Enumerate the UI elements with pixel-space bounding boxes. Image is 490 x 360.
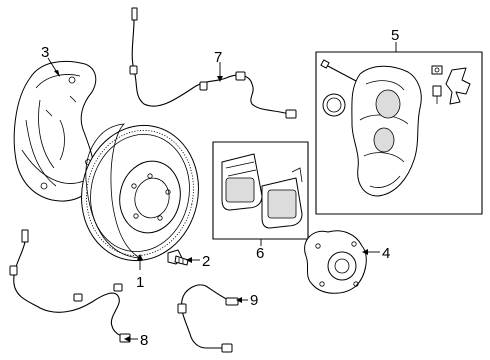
guide-pin bbox=[323, 63, 359, 83]
callout-4: 4 bbox=[382, 245, 390, 262]
pad-box bbox=[212, 141, 309, 240]
callout-9: 9 bbox=[250, 292, 258, 309]
callout-7: 7 bbox=[214, 49, 222, 66]
callout-1: 1 bbox=[136, 274, 144, 291]
callout-8: 8 bbox=[140, 332, 148, 349]
callout-6: 6 bbox=[256, 245, 264, 262]
leader-lines bbox=[47, 42, 397, 342]
callout-2: 2 bbox=[202, 253, 210, 270]
brake-rotor bbox=[81, 123, 199, 262]
hub-bolt bbox=[167, 249, 189, 266]
upper-wear-sensor bbox=[129, 7, 297, 119]
lower-sensor-wire bbox=[9, 229, 131, 343]
caliper-box bbox=[315, 51, 483, 215]
callout-5: 5 bbox=[391, 27, 399, 44]
abs-sensor bbox=[177, 284, 239, 353]
callout-3: 3 bbox=[41, 44, 49, 61]
hub-bearing-assembly bbox=[304, 230, 367, 294]
brake-pad-set bbox=[212, 141, 309, 240]
brake-caliper-kit bbox=[315, 51, 483, 215]
